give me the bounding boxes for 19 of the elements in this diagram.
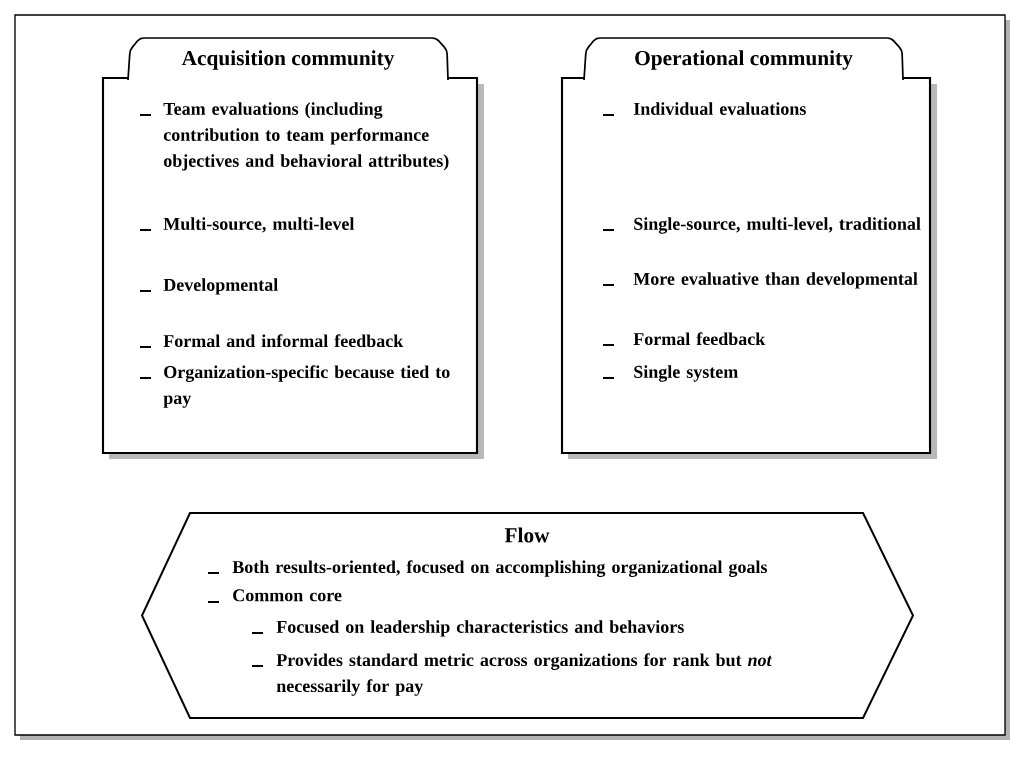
bullet-item: Single-source, multi-level, traditional [634, 217, 921, 234]
panel-heading: Flow [504, 527, 550, 543]
bullet-item: Formal feedback [633, 332, 766, 346]
bullet-item: Formal and informal feedback [163, 334, 404, 348]
bullet-item: Provides standard metric across organizations for rank but not necessarily for pay [276, 653, 773, 696]
text-panel [560, 37, 937, 459]
bullet-item: Focused on leadership characteristics and behaviors [276, 620, 684, 637]
bullet-item: Multi-source, multi-level [163, 217, 355, 233]
bullet-item: Organization-specific because tied to pay [163, 365, 450, 408]
text-panel [101, 37, 484, 459]
bullet-item: Developmental [163, 278, 278, 295]
bullet-item: Both results-oriented, focused on accomplishing organizational goals [232, 560, 767, 577]
bullet-item: Team evaluations (including contribution to team performance objectives and behavioral attributes) [163, 102, 449, 171]
bullet-item: Single system [634, 365, 738, 382]
bullet-item: Individual evaluations [633, 102, 806, 115]
bullet-item: Common core [233, 589, 342, 602]
bullet-item: More evaluative than developmental [633, 272, 918, 289]
tab-heading: Acquisition community [181, 50, 395, 70]
tab-heading: Operational community [635, 50, 853, 70]
